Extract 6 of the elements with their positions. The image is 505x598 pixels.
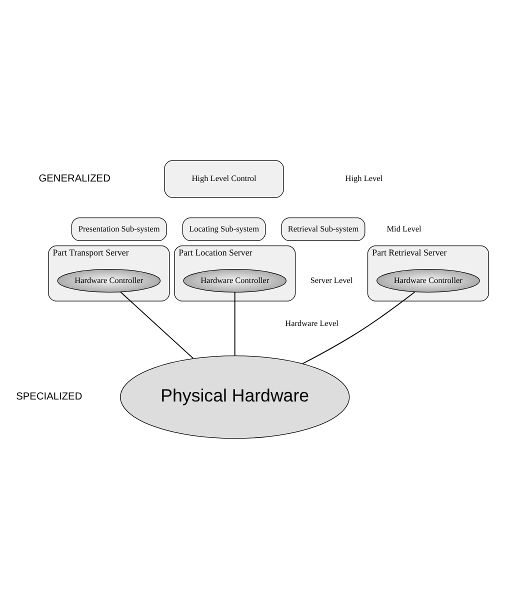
connector <box>234 291 236 356</box>
node-ellipse: Physical Hardware <box>120 354 350 438</box>
connector <box>120 291 194 358</box>
connector <box>302 290 416 364</box>
label: GENERALIZED <box>38 172 110 184</box>
label: SPECIALIZED <box>16 391 82 402</box>
